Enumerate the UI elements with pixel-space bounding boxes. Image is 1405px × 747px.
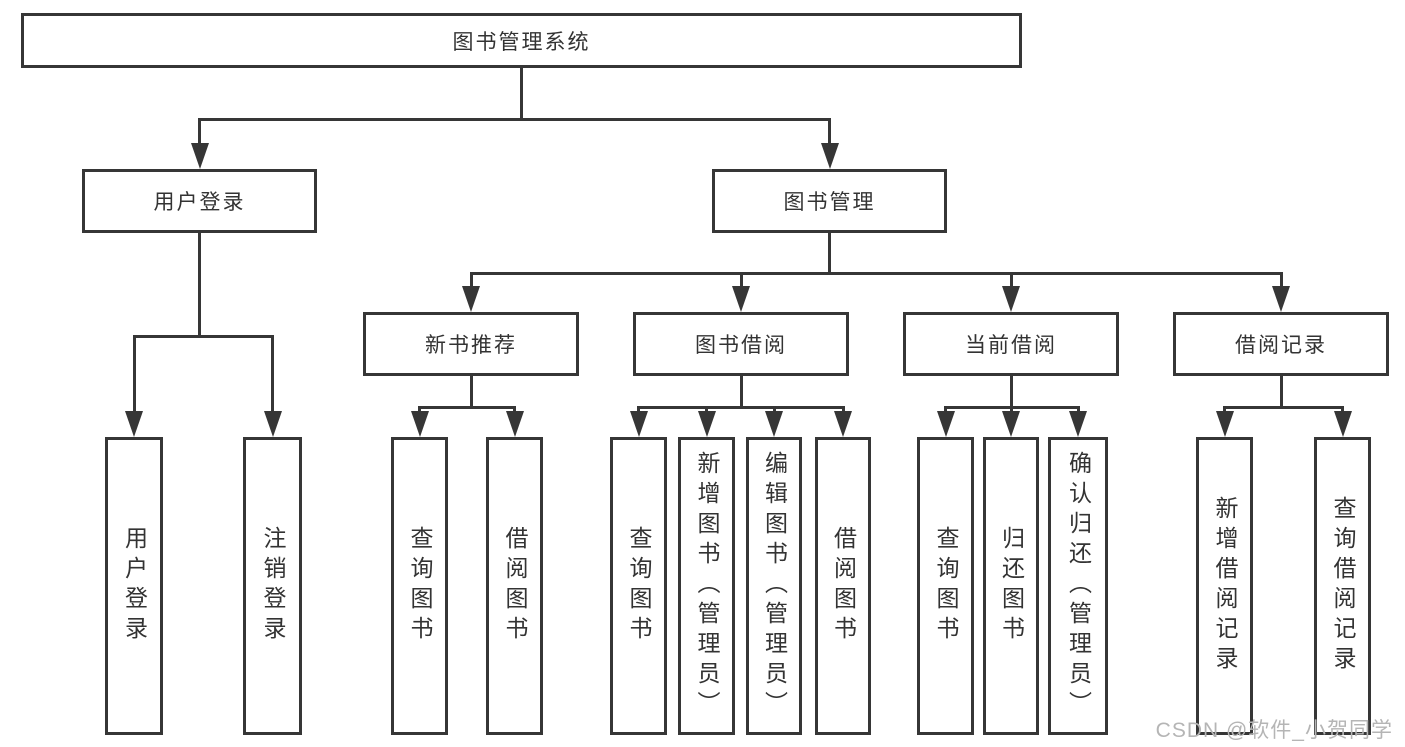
node-label-root: 图书管理系统 — [452, 30, 591, 54]
connector-drop-leaf-user-login — [132, 334, 136, 411]
node-leaf-return-book: 归还图书 — [983, 437, 1039, 735]
arrowhead-new-book-rec — [462, 286, 480, 312]
connector-drop-book-mgmt — [828, 117, 831, 143]
connector-drop-book-borrow — [739, 271, 743, 286]
node-label-leaf-add-book: 新增图书（管理员） — [694, 451, 720, 721]
node-label-leaf-borrow-book-1: 借阅图书 — [502, 526, 528, 646]
arrowhead-current-borrow — [1002, 286, 1020, 312]
node-label-book-mgmt: 图书管理 — [783, 191, 876, 214]
node-leaf-edit-book: 编辑图书（管理员） — [746, 437, 802, 735]
connector-rail-book-borrow — [637, 405, 845, 409]
node-label-leaf-edit-book: 编辑图书（管理员） — [761, 451, 788, 721]
node-leaf-borrow-book-1: 借阅图书 — [486, 437, 543, 735]
node-user-login: 用户登录 — [82, 169, 317, 233]
connector-drop-leaf-return-book — [1009, 405, 1013, 411]
node-borrow-record: 借阅记录 — [1173, 312, 1389, 376]
arrowhead-book-borrow — [732, 286, 750, 312]
node-book-borrow: 图书借阅 — [633, 312, 849, 376]
arrowhead-leaf-query-record — [1333, 411, 1352, 437]
node-leaf-query-book-2: 查询图书 — [610, 437, 667, 735]
node-label-leaf-return-book: 归还图书 — [998, 526, 1025, 646]
node-current-borrow: 当前借阅 — [903, 312, 1119, 376]
connector-rail-user-login — [132, 334, 274, 338]
arrowhead-leaf-query-book-3 — [936, 411, 955, 437]
node-leaf-query-record: 查询借阅记录 — [1314, 437, 1371, 735]
connector-drop-leaf-add-record — [1223, 405, 1226, 411]
arrowhead-leaf-borrow-book-1 — [505, 411, 524, 437]
connector-drop-leaf-query-book-2 — [637, 405, 640, 411]
connector-drop-leaf-add-book — [705, 405, 708, 411]
node-book-mgmt: 图书管理 — [712, 169, 947, 233]
connector-drop-leaf-query-record — [1341, 405, 1344, 411]
node-label-borrow-record: 借阅记录 — [1235, 334, 1327, 357]
node-label-new-book-rec: 新书推荐 — [425, 334, 517, 357]
connector-stem-new-book-rec — [469, 376, 473, 409]
connector-rail-book-mgmt — [469, 271, 1283, 275]
connector-drop-leaf-logout — [271, 334, 274, 411]
node-leaf-query-book-1: 查询图书 — [391, 437, 448, 735]
node-label-leaf-add-record: 新增借阅记录 — [1212, 496, 1238, 676]
arrowhead-leaf-logout — [263, 411, 282, 437]
node-label-leaf-query-book-3: 查询图书 — [933, 526, 959, 646]
node-label-leaf-logout: 注销登录 — [260, 526, 286, 646]
connector-rail-borrow-record — [1223, 405, 1344, 409]
connector-stem-root — [520, 68, 523, 121]
node-leaf-borrow-book-2: 借阅图书 — [815, 437, 871, 735]
arrowhead-leaf-query-book-1 — [410, 411, 429, 437]
connector-drop-leaf-query-book-3 — [944, 405, 947, 411]
connector-rail-new-book-rec — [418, 405, 516, 409]
node-leaf-add-book: 新增图书（管理员） — [678, 437, 735, 735]
arrowhead-leaf-borrow-book-2 — [834, 411, 852, 437]
node-label-current-borrow: 当前借阅 — [965, 334, 1057, 357]
arrowhead-book-mgmt — [820, 143, 839, 169]
connector-stem-user-login — [198, 233, 201, 338]
arrowhead-user-login — [190, 143, 209, 169]
connector-drop-leaf-borrow-book-2 — [841, 405, 845, 411]
node-label-leaf-confirm-return: 确认归还（管理员） — [1065, 451, 1092, 721]
connector-drop-borrow-record — [1279, 271, 1283, 286]
node-label-leaf-borrow-book-2: 借阅图书 — [830, 526, 857, 646]
connector-drop-leaf-confirm-return — [1076, 405, 1080, 411]
node-label-book-borrow: 图书借阅 — [695, 334, 787, 357]
connector-stem-current-borrow — [1009, 376, 1013, 409]
arrowhead-leaf-confirm-return — [1069, 411, 1087, 437]
connector-drop-leaf-edit-book — [772, 405, 776, 411]
arrowhead-borrow-record — [1272, 286, 1290, 312]
node-label-leaf-user-login: 用户登录 — [121, 526, 148, 646]
connector-stem-book-borrow — [739, 376, 743, 409]
connector-drop-current-borrow — [1009, 271, 1013, 286]
node-label-leaf-query-book-1: 查询图书 — [407, 526, 433, 646]
node-leaf-confirm-return: 确认归还（管理员） — [1048, 437, 1108, 735]
node-label-user-login: 用户登录 — [153, 191, 246, 214]
node-root: 图书管理系统 — [21, 13, 1022, 68]
connector-stem-borrow-record — [1279, 376, 1283, 409]
node-leaf-user-login: 用户登录 — [105, 437, 163, 735]
connector-drop-leaf-query-book-1 — [418, 405, 421, 411]
connector-drop-leaf-borrow-book-1 — [513, 405, 516, 411]
connector-drop-user-login — [198, 117, 201, 143]
arrowhead-leaf-return-book — [1002, 411, 1020, 437]
csdn-watermark: CSDN @软件_小贺同学 — [1155, 719, 1393, 742]
arrowhead-leaf-add-record — [1215, 411, 1234, 437]
node-leaf-logout: 注销登录 — [243, 437, 302, 735]
arrowhead-leaf-edit-book — [765, 411, 783, 437]
node-leaf-query-book-3: 查询图书 — [917, 437, 974, 735]
connector-rail-root — [198, 117, 831, 121]
connector-drop-new-book-rec — [469, 271, 473, 286]
node-new-book-rec: 新书推荐 — [363, 312, 579, 376]
arrowhead-leaf-add-book — [697, 411, 716, 437]
connector-stem-book-mgmt — [828, 233, 831, 275]
node-label-leaf-query-book-2: 查询图书 — [626, 526, 652, 646]
arrowhead-leaf-query-book-2 — [629, 411, 648, 437]
arrowhead-leaf-user-login — [125, 411, 143, 437]
node-label-leaf-query-record: 查询借阅记录 — [1330, 496, 1356, 676]
node-leaf-add-record: 新增借阅记录 — [1196, 437, 1253, 735]
